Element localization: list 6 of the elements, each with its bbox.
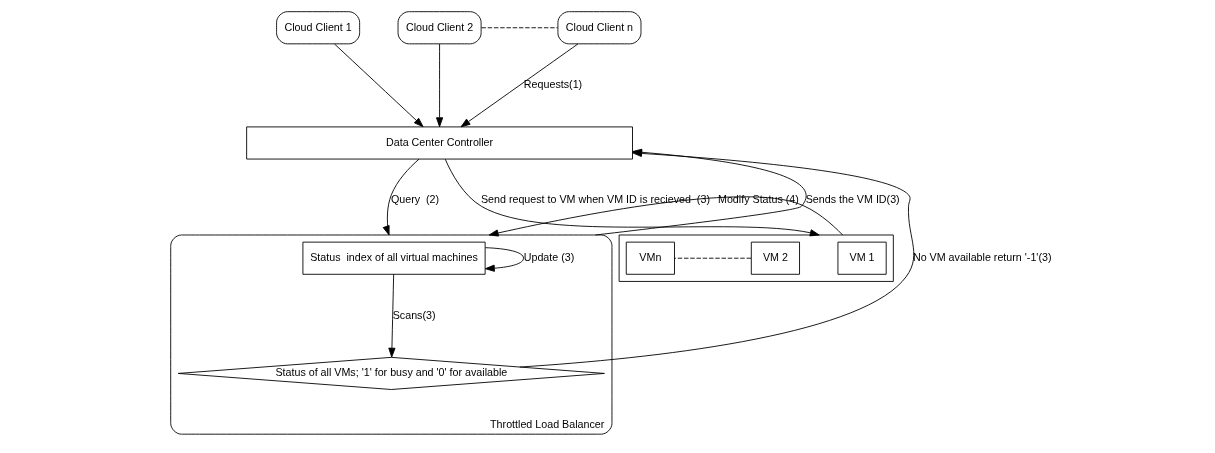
edge-label: Sends the VM ID(3) <box>805 193 900 206</box>
edge-label: Update (3) <box>523 250 575 263</box>
edge-label: Requests(1) <box>523 78 583 91</box>
edge-label: No VM available return '-1'(3) <box>912 250 1052 263</box>
edge-label: Scans(3) <box>392 308 436 321</box>
edge-label: Query (2) <box>390 193 440 206</box>
